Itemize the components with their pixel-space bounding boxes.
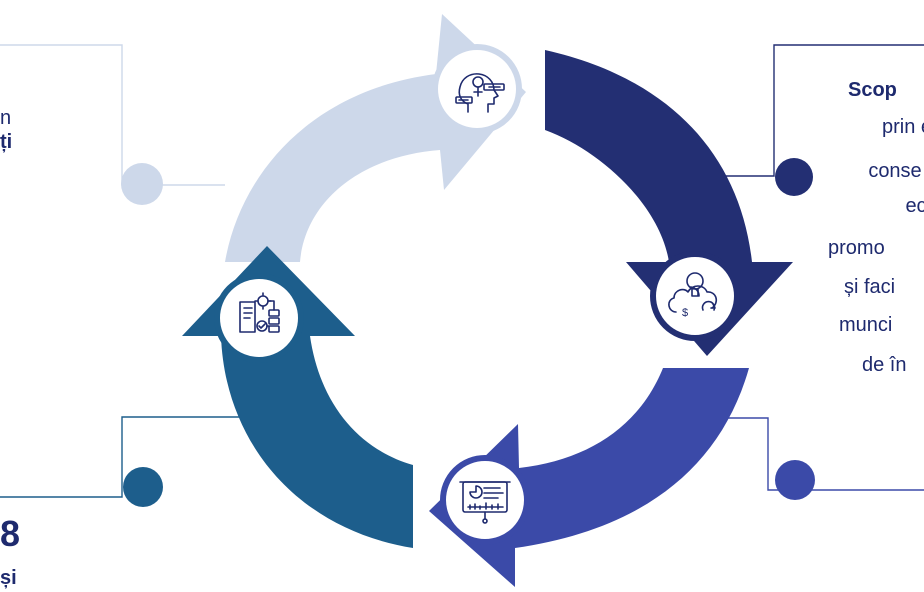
head-gears-icon [432,44,522,134]
top-left-text-line2: ți [0,131,13,153]
right-text-line6: munci [839,314,893,336]
bottom-left-word: și [0,567,17,589]
presentation-board-icon [440,455,530,545]
connector-top-right [700,44,924,177]
right-text-line7: de în [862,354,907,376]
right-text-line5: și faci [844,276,896,298]
right-text-line1: prin e [881,116,924,138]
connector-top-left [0,44,225,186]
idea-money-cloud-icon: $ [650,251,740,341]
right-title: Scop [848,79,897,101]
dot-bottom-left [123,467,163,507]
dot-top-right [775,158,813,196]
bottom-left-number: 8 [0,513,21,554]
top-left-text-line1: n [0,107,12,129]
right-text-line2: conse [868,160,922,182]
document-gear-flow-icon [214,273,304,363]
connector-bottom-right [690,417,924,491]
right-text-line4: promo [828,237,885,259]
connector-bottom-left [0,416,240,498]
svg-text:$: $ [682,307,688,319]
right-text-line3: ec [905,195,924,217]
dot-top-left [121,163,163,205]
dot-bottom-right [775,460,815,500]
arrow-left-teal [182,246,413,548]
